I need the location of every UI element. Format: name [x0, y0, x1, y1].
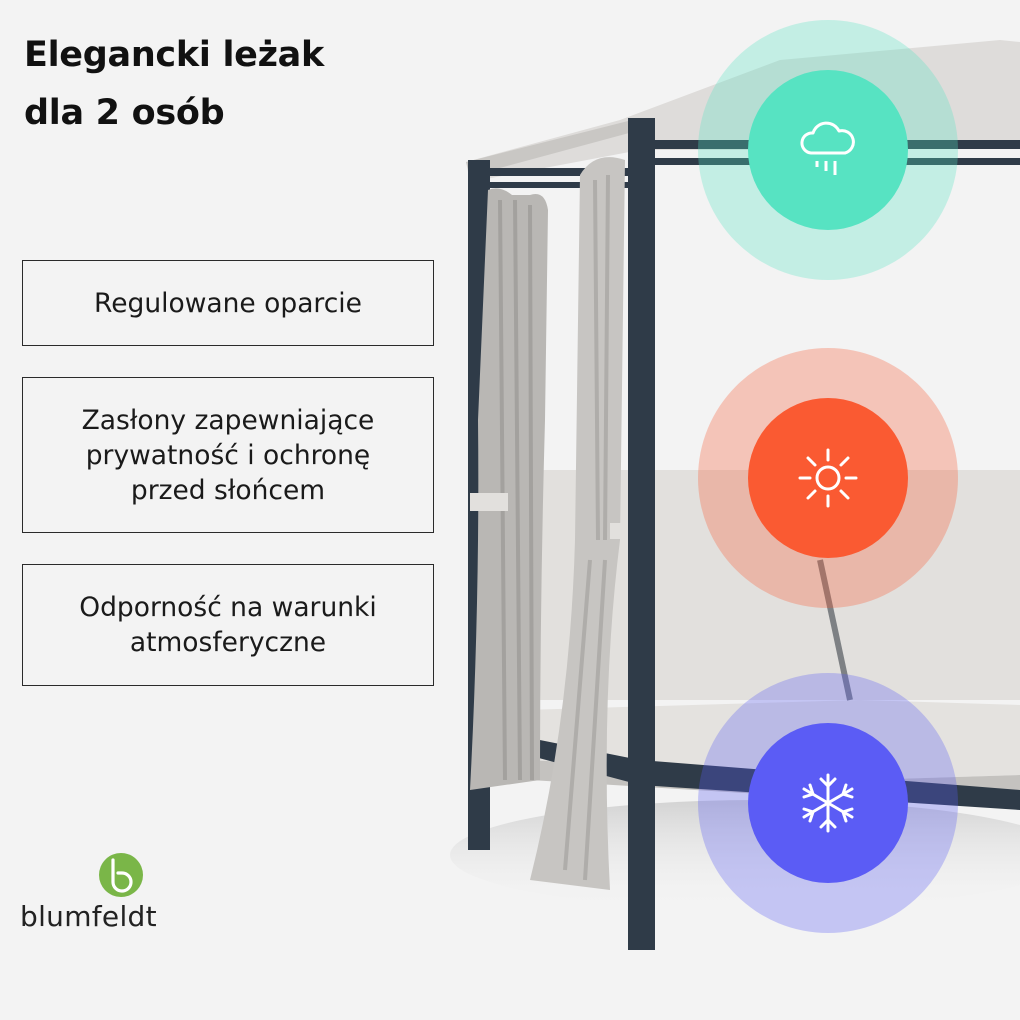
top-rail — [470, 182, 640, 188]
feature-text: atmosferyczne — [129, 627, 327, 658]
leaf-logo-icon — [99, 853, 143, 897]
support-pole — [817, 559, 853, 701]
feature-text: przed słońcem — [130, 474, 326, 506]
left-curtain-fold — [498, 199, 534, 781]
feature-weather-resistance: Odporność na warunki atmosferyczne — [22, 564, 434, 686]
title-line: dla 2 osób — [24, 93, 225, 133]
snowflake-icon — [802, 773, 854, 833]
snow-badge — [698, 673, 958, 933]
brand-name: blumfeldt — [20, 900, 157, 933]
feature-adjustable-backrest: Regulowane oparcie — [22, 260, 434, 346]
brand-logo: blumfeldt — [20, 848, 190, 938]
front-curtain-fold — [563, 174, 610, 881]
feature-curtains: Zasłony zapewniające prywatność i ochron… — [22, 377, 434, 533]
curtain-tie — [470, 493, 508, 511]
front-curtain — [530, 157, 625, 891]
sun-icon — [798, 448, 858, 508]
feature-text: Zasłony zapewniające — [81, 404, 375, 436]
feature-text: Regulowane oparcie — [94, 287, 362, 319]
frame-post — [628, 118, 655, 950]
page-title: Elegancki leżak dla 2 osób — [24, 26, 424, 142]
sun-badge — [698, 348, 958, 608]
feature-text: Odporność na warunki — [79, 592, 377, 623]
rain-badge — [698, 20, 958, 280]
rain-cloud-icon — [800, 121, 855, 175]
badge-core — [748, 70, 908, 230]
badge-core — [748, 723, 908, 883]
badge-core — [748, 398, 908, 558]
feature-text: prywatność i ochronę — [85, 439, 371, 471]
canopy-roof-edge — [466, 118, 640, 176]
top-rail — [470, 168, 640, 176]
title-line: Elegancki leżak — [24, 35, 324, 75]
